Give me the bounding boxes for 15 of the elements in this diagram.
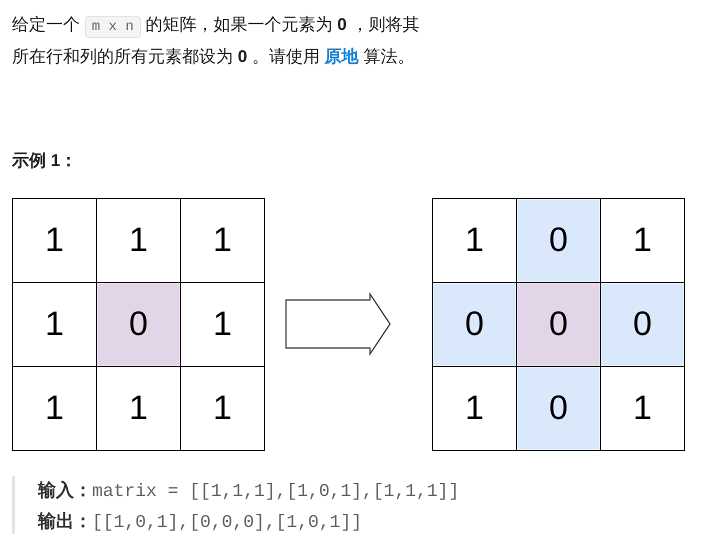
matrix-cell: 0 (96, 282, 181, 367)
matrix-cell: 0 (516, 366, 601, 451)
block-arrow (285, 292, 391, 356)
example-heading: 示例 1： (12, 150, 78, 172)
example-line: 输出：[[1,0,1],[0,0,0],[1,0,1]] (38, 510, 364, 535)
matrix-cell: 0 (432, 282, 517, 367)
problem-statement: 给定一个 m x n 的矩阵，如果一个元素为 0 ，则将其所在行和列的所有元素都设为 0 。请使用 原地 算法。 (12, 14, 420, 68)
matrix-grid (432, 198, 684, 450)
matrix-cell: 0 (516, 198, 601, 283)
matrix-cell: 1 (600, 366, 685, 451)
example-line: 输入：matrix = [[1,1,1],[1,0,1],[1,1,1]] (38, 479, 460, 504)
matrix-cell: 1 (180, 366, 265, 451)
matrix-cell: 0 (516, 282, 601, 367)
matrix-cell: 0 (600, 282, 685, 367)
matrix-grid (12, 198, 264, 450)
